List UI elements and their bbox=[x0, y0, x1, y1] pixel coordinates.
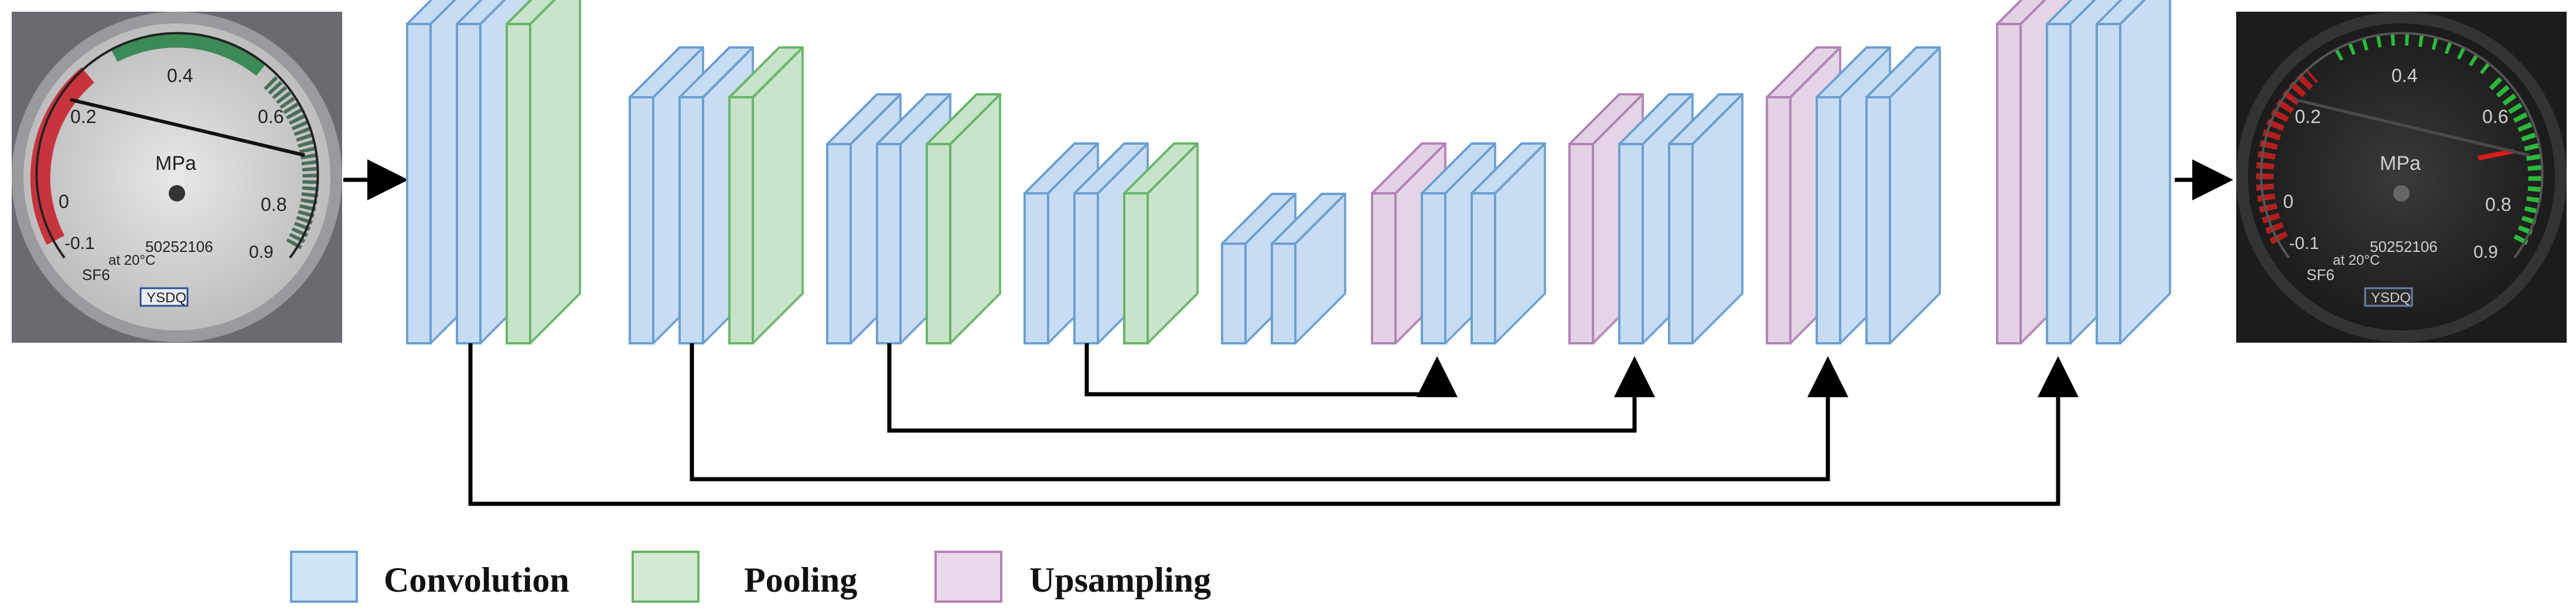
conv-block-14 bbox=[1271, 193, 1346, 344]
input-gauge-image: 0.4 0.2 0.6 0 0.8 -0.1 0.9 MPa SF6 at 20… bbox=[12, 12, 342, 343]
skip-connection-3 bbox=[887, 343, 1655, 433]
legend-swatch-upsampling bbox=[934, 551, 1002, 603]
input-scale-label-0: 0 bbox=[59, 191, 69, 212]
input-scale-label-0.9: 0.9 bbox=[249, 243, 274, 262]
conv-block-22 bbox=[1816, 46, 1891, 344]
input-gauge-gas: SF6 bbox=[82, 266, 110, 284]
skip-connection-4 bbox=[1084, 343, 1458, 397]
output-gauge-image: 0.4 0.2 0.6 0 0.8 -0.1 0.9 MPa SF6 at 20… bbox=[2236, 12, 2567, 343]
legend-label-upsampling: Upsampling bbox=[1029, 561, 1211, 599]
skip-connection-1 bbox=[468, 343, 2079, 506]
conv-block-20 bbox=[1668, 93, 1744, 344]
output-scale-label-0: 0 bbox=[2283, 191, 2294, 212]
legend-swatch-convolution bbox=[290, 551, 358, 603]
conv-block-26 bbox=[2096, 0, 2171, 344]
output-gauge-badge: YSDQ bbox=[2371, 290, 2411, 306]
input-gauge-unit: MPa bbox=[155, 152, 196, 175]
output-scale-label-0.4: 0.4 bbox=[2391, 65, 2417, 86]
output-scale-label-0.9: 0.9 bbox=[2473, 243, 2498, 262]
output-gauge-gas: SF6 bbox=[2307, 266, 2335, 284]
output-scale-label-0.6: 0.6 bbox=[2482, 106, 2508, 127]
output-scale-label-0.8: 0.8 bbox=[2485, 194, 2511, 215]
pool-block-3 bbox=[506, 0, 581, 344]
input-scale-label-0.2: 0.2 bbox=[70, 106, 96, 127]
pool-block-12 bbox=[1123, 142, 1199, 344]
output-scale-label-0.2: 0.2 bbox=[2295, 106, 2321, 127]
input-scale-label-0.8: 0.8 bbox=[261, 194, 286, 215]
legend-swatch-pooling bbox=[632, 551, 700, 603]
input-gauge-serial: 50252106 bbox=[145, 238, 213, 255]
pool-block-9 bbox=[926, 93, 1001, 344]
conv-block-17 bbox=[1470, 142, 1546, 344]
upsample-block-24 bbox=[1996, 0, 2072, 344]
legend-label-pooling: Pooling bbox=[744, 561, 857, 599]
input-scale-label-neg0.1: -0.1 bbox=[64, 234, 95, 253]
conv-block-23 bbox=[1865, 46, 1941, 344]
skip-connections bbox=[468, 343, 2079, 506]
output-gauge-temp: at 20°C bbox=[2333, 252, 2380, 268]
input-gauge-temp: at 20°C bbox=[108, 252, 155, 268]
network-blocks bbox=[406, 0, 2171, 344]
output-gauge-unit: MPa bbox=[2380, 152, 2421, 175]
output-gauge-scale-labels: 0.4 0.2 0.6 0 0.8 -0.1 0.9 bbox=[2283, 65, 2511, 262]
legend: Convolution Pooling Upsampling bbox=[290, 551, 1211, 603]
pool-block-6 bbox=[728, 46, 804, 344]
skip-connection-2 bbox=[690, 343, 1848, 482]
output-gauge-serial: 50252106 bbox=[2370, 238, 2438, 255]
input-gauge-badge: YSDQ bbox=[146, 290, 186, 306]
input-scale-label-0.4: 0.4 bbox=[167, 65, 193, 86]
output-scale-label-neg0.1: -0.1 bbox=[2289, 234, 2319, 253]
legend-label-convolution: Convolution bbox=[384, 561, 569, 599]
input-scale-label-0.6: 0.6 bbox=[258, 106, 284, 127]
input-gauge-scale-labels: 0.4 0.2 0.6 0 0.8 -0.1 0.9 bbox=[59, 65, 286, 262]
